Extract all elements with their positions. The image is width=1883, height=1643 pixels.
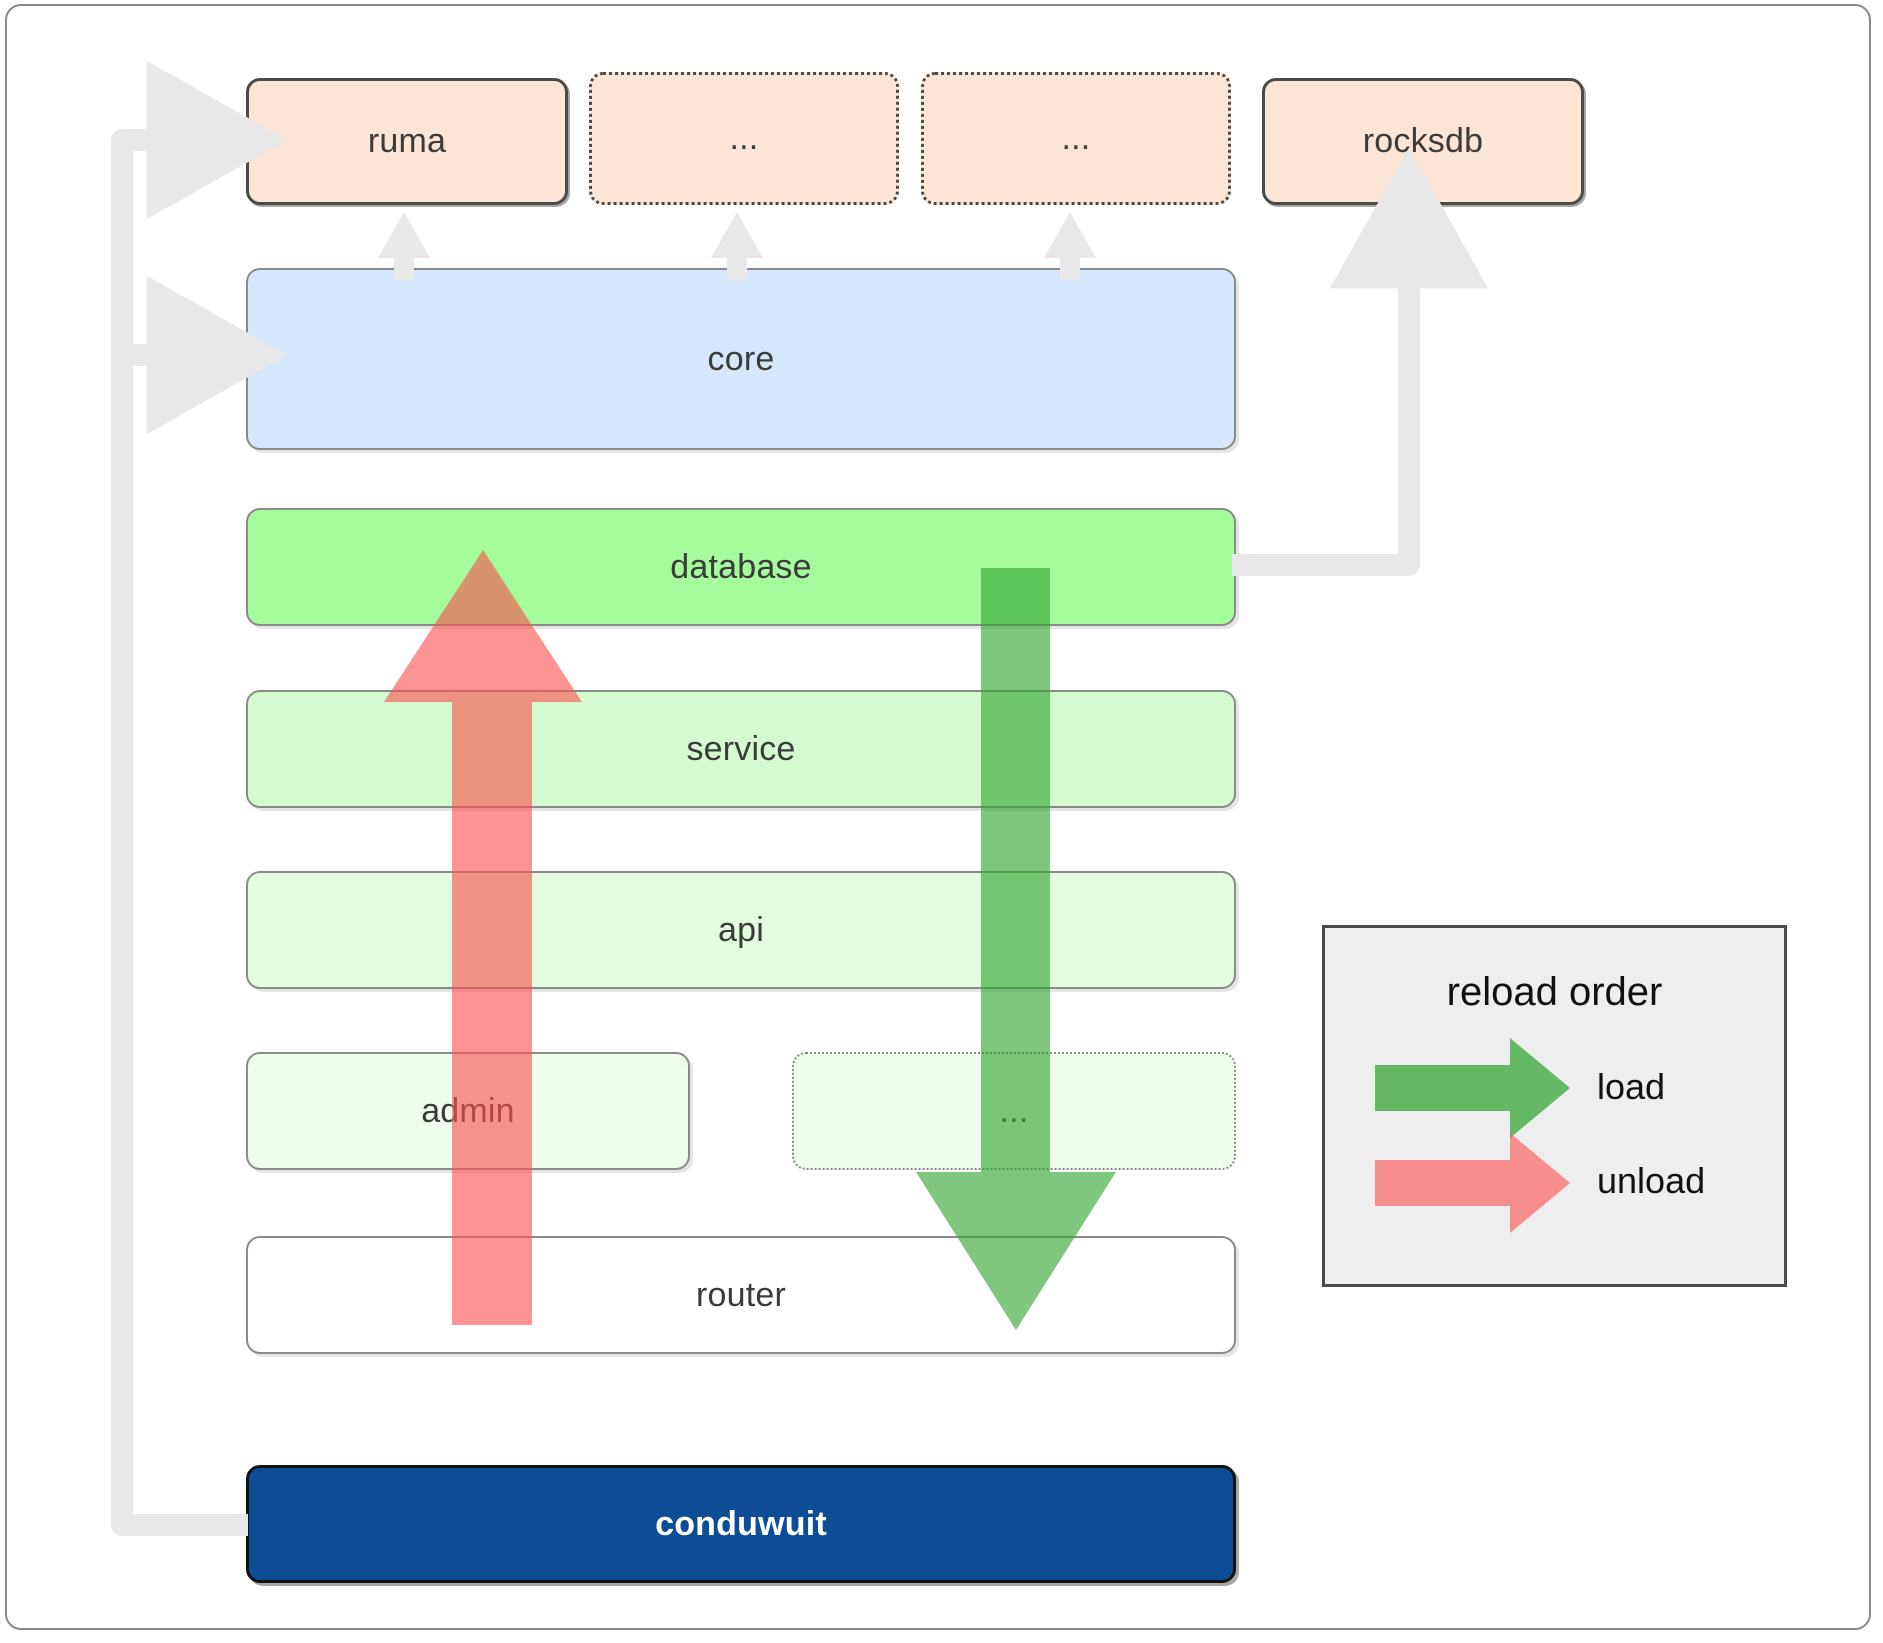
- legend-box: reload order load unload: [1322, 925, 1787, 1287]
- node-core[interactable]: core: [246, 268, 1236, 450]
- node-admin-label: admin: [421, 1091, 515, 1130]
- node-api-label: api: [718, 910, 764, 949]
- node-layer-ellipsis-label: ...: [999, 1091, 1029, 1130]
- legend-title: reload order: [1446, 970, 1663, 1014]
- node-admin[interactable]: admin: [246, 1052, 690, 1170]
- node-dep-ellipsis-1[interactable]: ...: [589, 72, 899, 205]
- node-dep-ellipsis-2-label: ...: [1061, 119, 1091, 157]
- node-api[interactable]: api: [246, 871, 1236, 989]
- legend-label-load: load: [1597, 1066, 1666, 1107]
- node-conduwuit[interactable]: conduwuit: [246, 1465, 1236, 1583]
- node-rocksdb-label: rocksdb: [1362, 122, 1484, 160]
- legend-arrow-icons: [1375, 1038, 1570, 1233]
- node-dep-ellipsis-2[interactable]: ...: [921, 72, 1231, 205]
- node-router[interactable]: router: [246, 1236, 1236, 1354]
- diagram-frame: [5, 4, 1871, 1630]
- node-database-label: database: [670, 547, 812, 586]
- unload-arrow-icon: [1375, 1133, 1570, 1233]
- node-service-label: service: [686, 729, 796, 768]
- node-core-label: core: [707, 339, 775, 378]
- legend-label-unload: unload: [1597, 1160, 1706, 1201]
- load-arrow-icon: [1375, 1038, 1570, 1138]
- node-service[interactable]: service: [246, 690, 1236, 808]
- node-layer-ellipsis[interactable]: ...: [792, 1052, 1236, 1170]
- node-dep-ellipsis-1-label: ...: [729, 119, 759, 157]
- node-ruma[interactable]: ruma: [246, 78, 568, 205]
- node-database[interactable]: database: [246, 508, 1236, 626]
- node-router-label: router: [695, 1275, 787, 1314]
- node-conduwuit-label: conduwuit: [655, 1504, 827, 1543]
- node-rocksdb[interactable]: rocksdb: [1262, 78, 1584, 205]
- node-ruma-label: ruma: [367, 122, 447, 160]
